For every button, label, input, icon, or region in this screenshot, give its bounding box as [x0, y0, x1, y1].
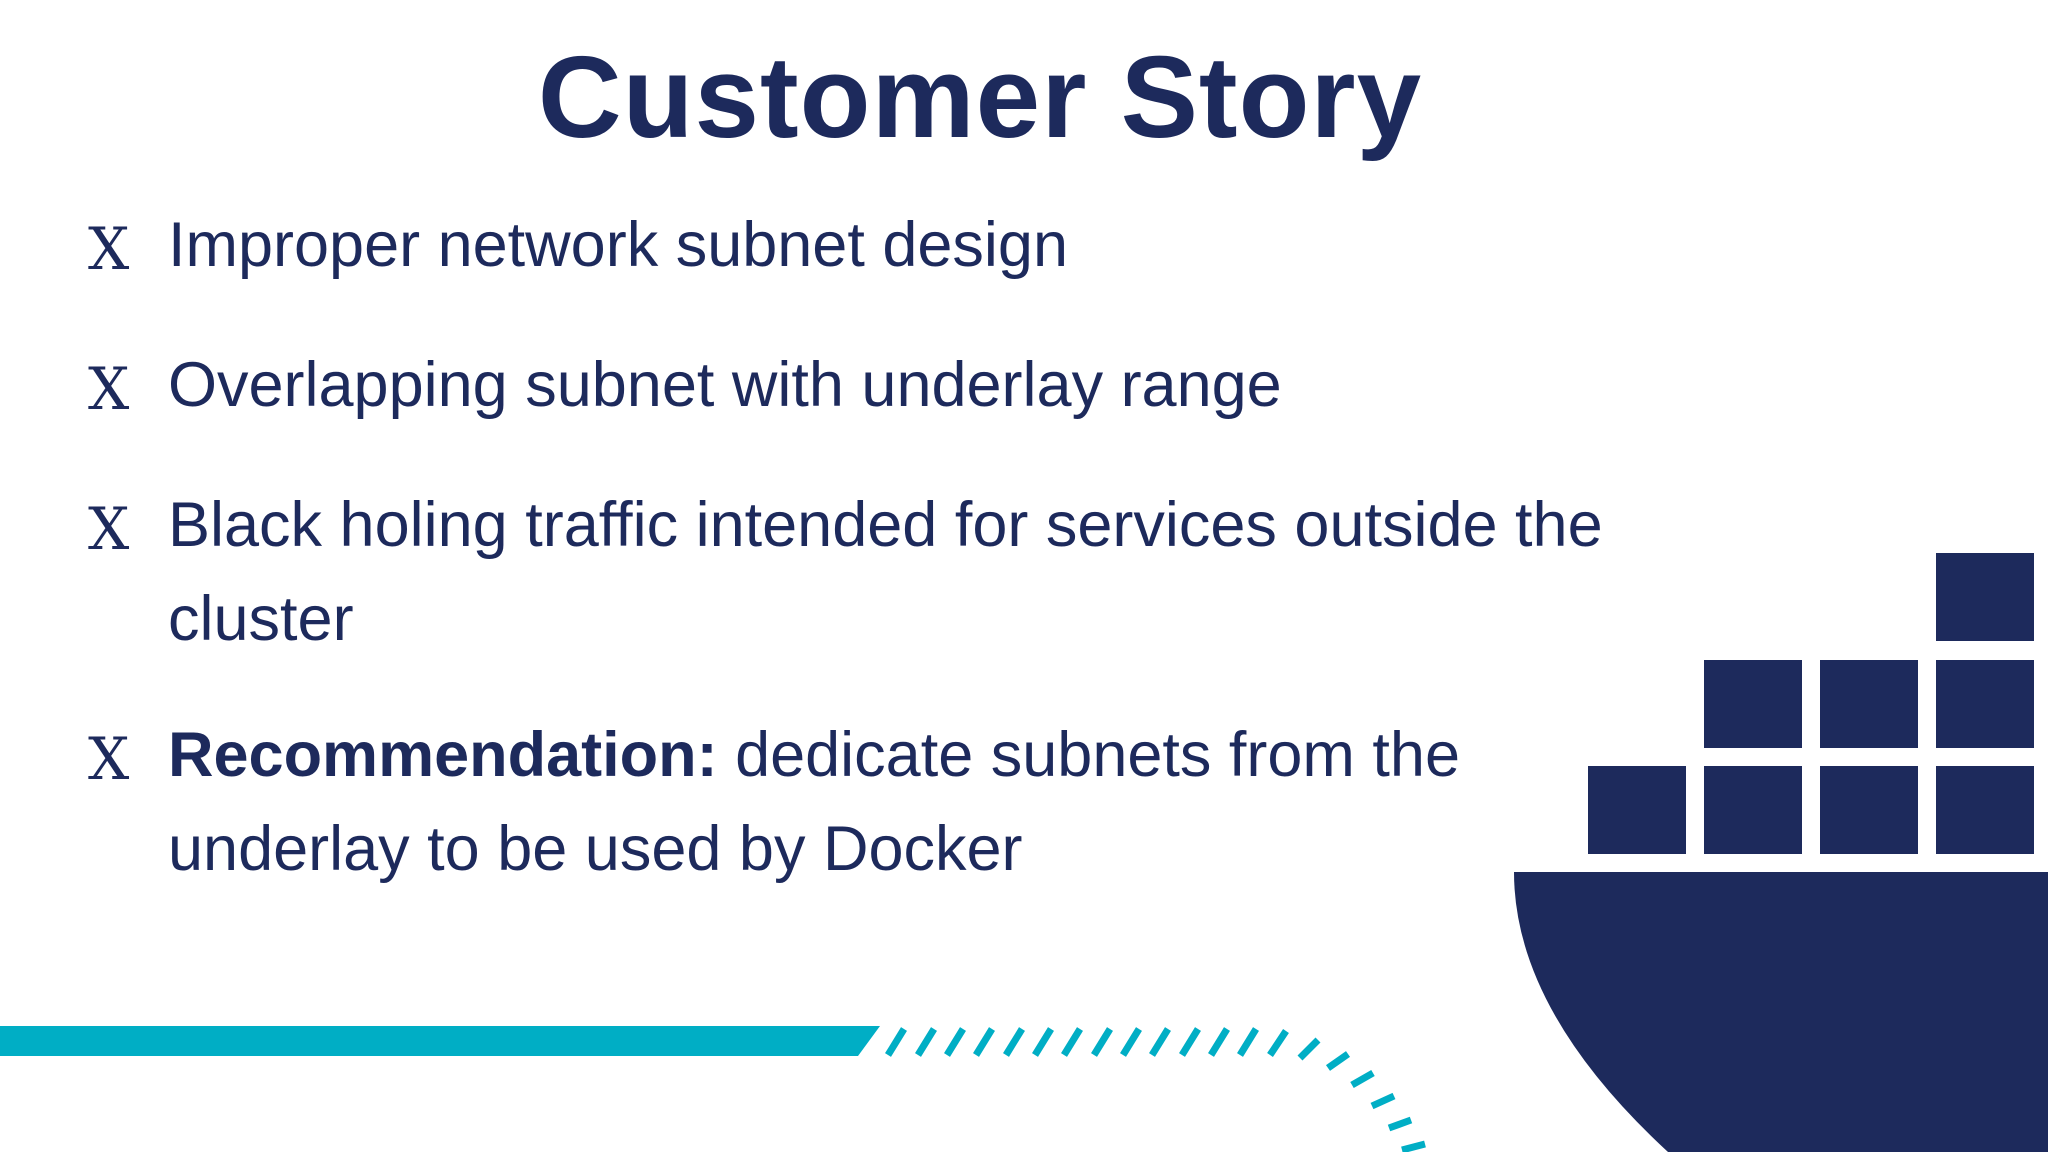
recommendation-label: Recommendation:: [168, 720, 718, 790]
bullet-item: X Improper network subnet design: [88, 198, 1648, 292]
bullet-item: X Recommendation: dedicate subnets from …: [88, 708, 1648, 896]
bullet-text: Overlapping subnet with underlay range: [168, 350, 1282, 420]
x-bullet-icon: X: [88, 355, 130, 423]
bullet-text: Black holing traffic intended for servic…: [168, 490, 1603, 654]
bullet-list: X Improper network subnet design X Overl…: [88, 198, 1648, 896]
bullet-text: Improper network subnet design: [168, 210, 1068, 280]
x-bullet-icon: X: [88, 725, 130, 793]
x-bullet-icon: X: [88, 495, 130, 563]
bullet-text: dedicate subnets from the underlay to be…: [168, 720, 1460, 884]
bullet-item: X Overlapping subnet with underlay range: [88, 338, 1648, 432]
slide-title: Customer Story: [537, 32, 1423, 162]
bullet-item: X Black holing traffic intended for serv…: [88, 478, 1648, 666]
x-bullet-icon: X: [88, 215, 130, 283]
